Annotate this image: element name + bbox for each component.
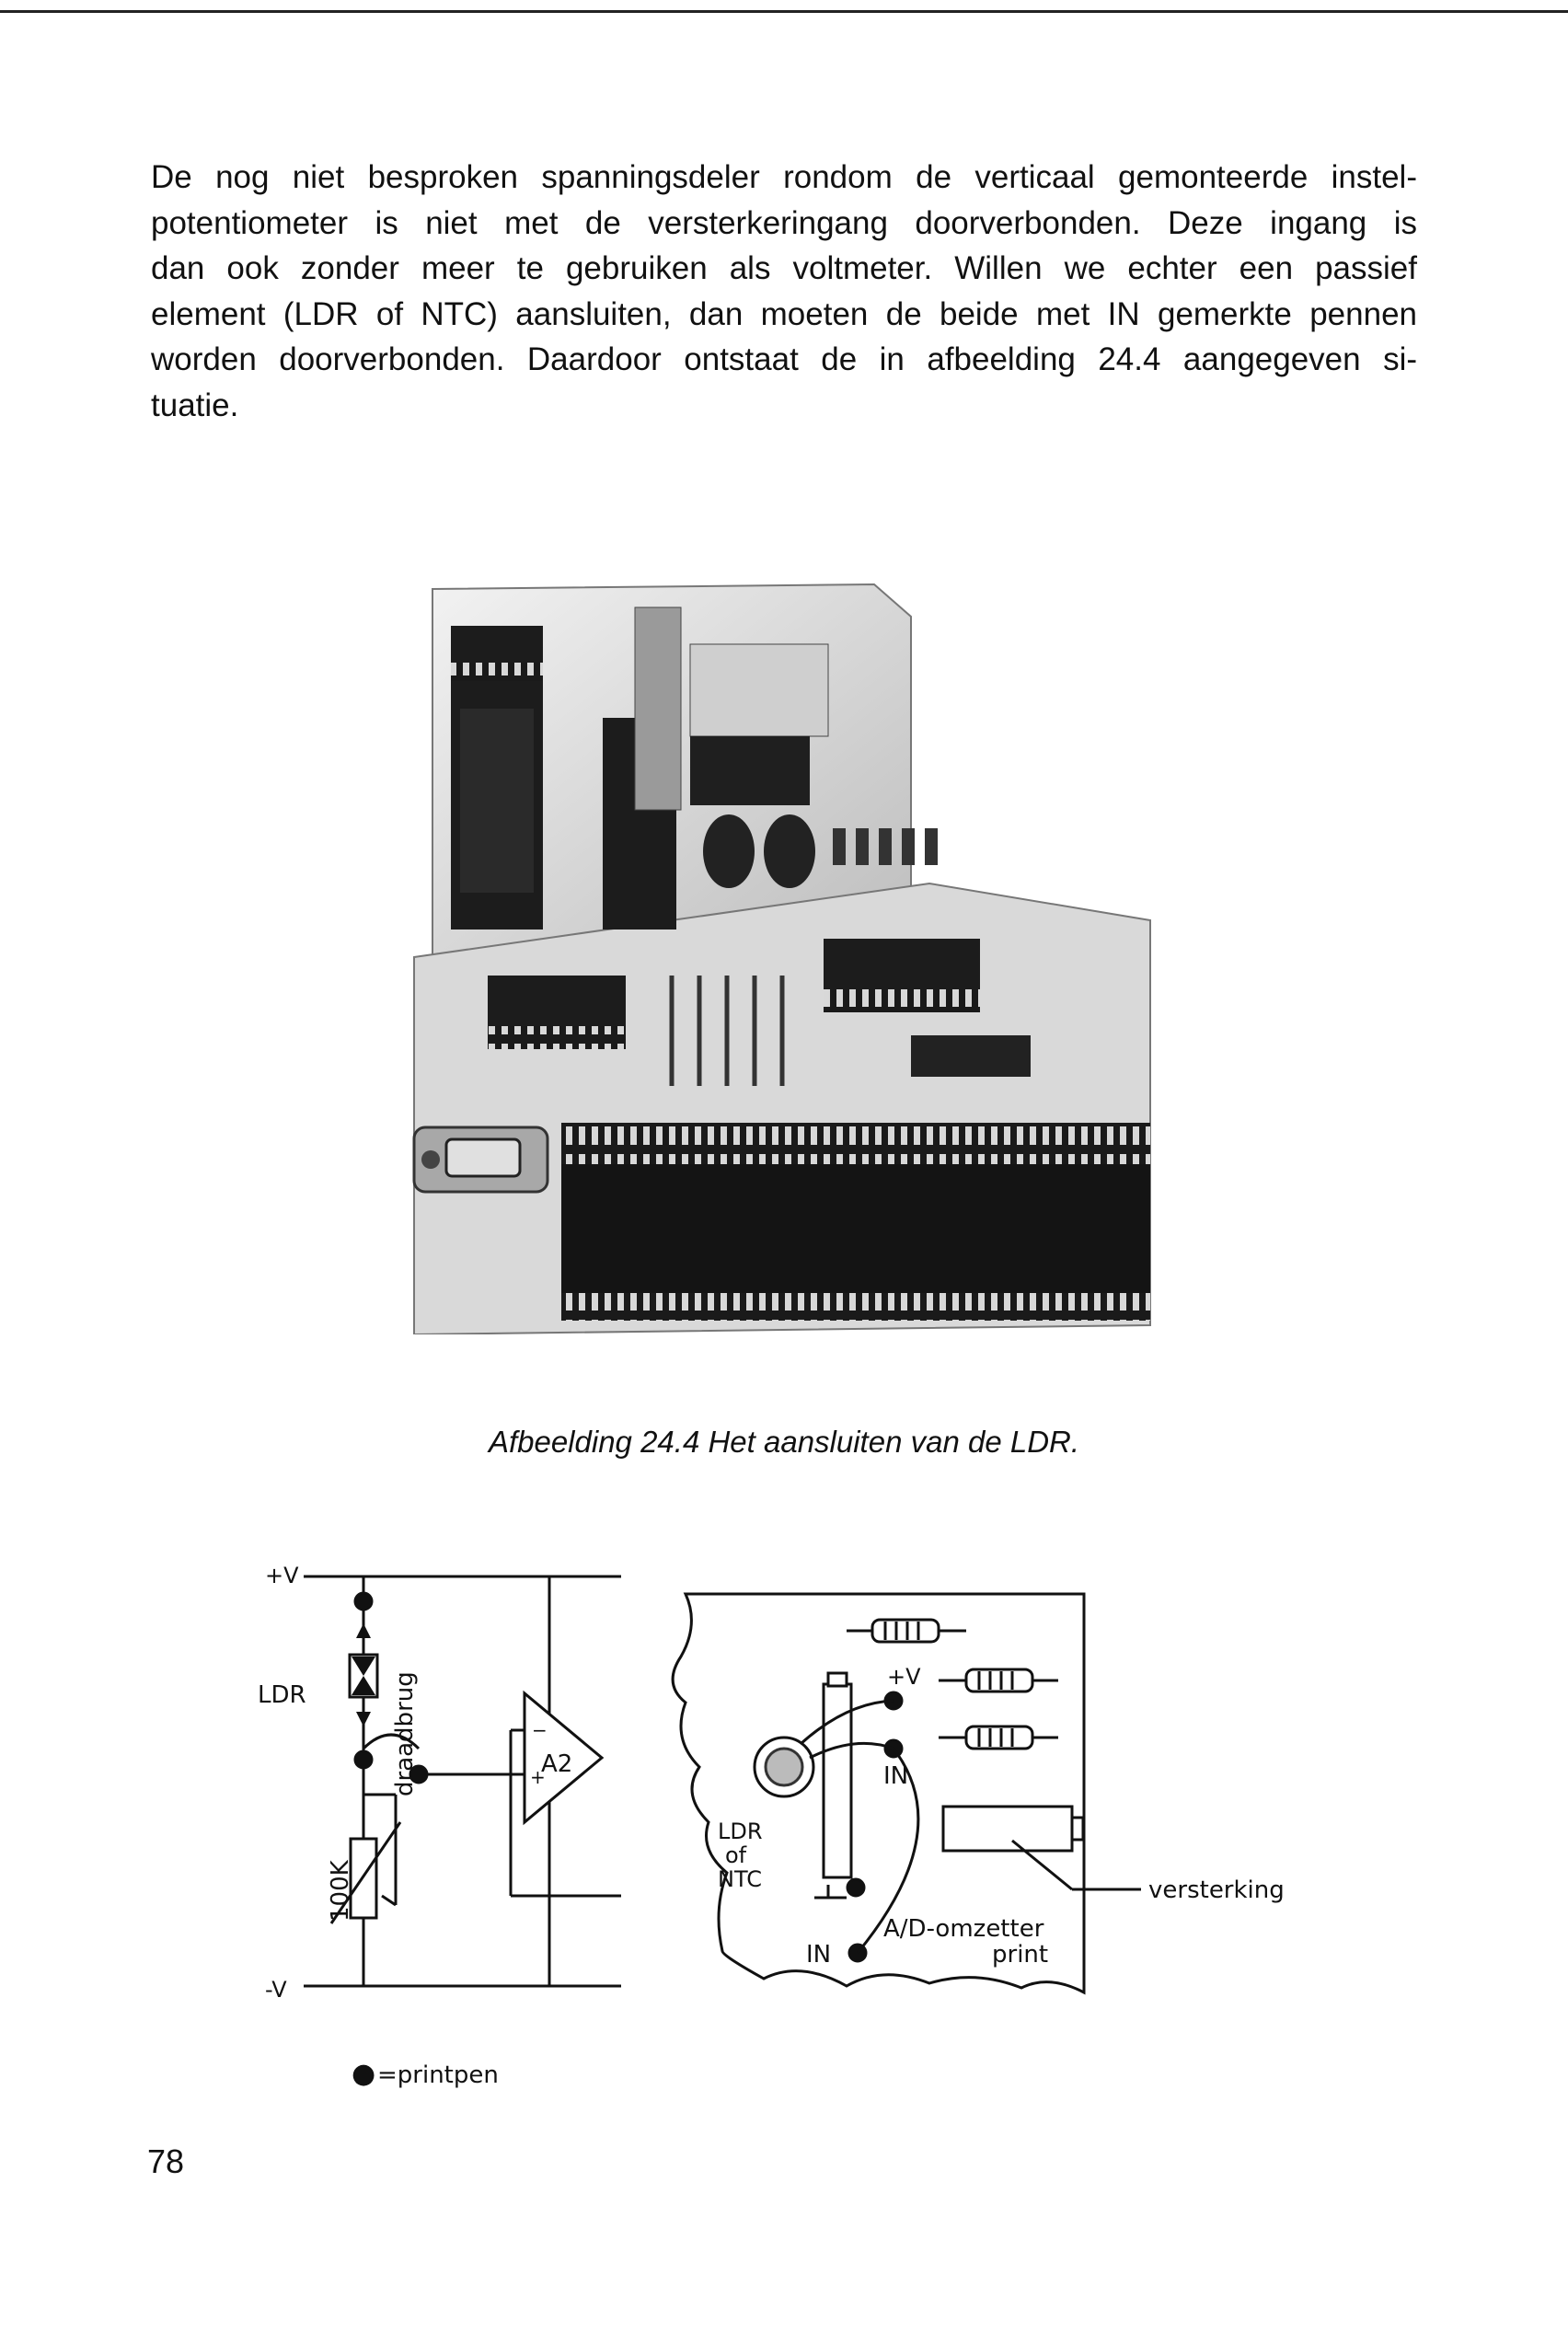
page-number: 78 [147, 2142, 185, 2180]
legend-dot: ● [352, 2058, 375, 2090]
top-rule [0, 10, 1568, 13]
resistor [847, 1618, 966, 1644]
ldr-ntc-label-1: LDR [718, 1819, 763, 1844]
ldr-ntc-label-2: of [725, 1842, 747, 1868]
body-line: dan ook zonder meer te gebruiken als vol… [151, 250, 1417, 286]
layout-drawing [671, 1592, 1141, 1995]
amp-plus-label: + [530, 1766, 546, 1788]
board-label-1: A/D-omzetter [883, 1915, 1044, 1943]
print-pin-dot [353, 1591, 374, 1611]
body-line: De nog niet besproken spanningsdeler ron… [151, 159, 1417, 195]
schematic [304, 1575, 621, 1988]
amp-minus-label: − [532, 1719, 548, 1741]
ldr-connection-diagram: +V -V LDR draadbrug A2 − + 100K ● =print… [258, 1563, 1285, 2090]
amplifier-module [941, 1805, 1074, 1853]
ldr-ntc-label-3: NTC [718, 1866, 762, 1892]
amp-label: A2 [541, 1750, 572, 1778]
plus-v-label: +V [265, 1563, 299, 1588]
resistor [939, 1725, 1058, 1750]
ldr-label: LDR [258, 1681, 306, 1709]
pot-label: 100K [327, 1859, 354, 1922]
minus-v-label: -V [265, 1977, 287, 2003]
layout-in-bottom-label: IN [806, 1941, 831, 1969]
body-line: tuatie. [151, 387, 239, 423]
body-paragraph: De nog niet besproken spanningsdeler ron… [151, 155, 1417, 428]
body-line: worden doorverbonden. Daardoor ontstaat … [151, 341, 1417, 377]
body-line: potentiometer is niet met de versterkeri… [151, 204, 1417, 241]
body-line: element (LDR of NTC) aansluiten, dan moe… [151, 295, 1417, 332]
figure-caption: Afbeelding 24.4 Het aansluiten van de LD… [488, 1425, 1080, 1459]
resistor [939, 1668, 1058, 1693]
layout-in-top-label: IN [883, 1762, 908, 1790]
legend-label: =printpen [377, 2061, 499, 2089]
circuit-board-photo [412, 583, 1151, 1334]
layout-plus-v-label: +V [887, 1664, 921, 1690]
amplifier-label: versterking [1148, 1876, 1285, 1904]
pin-ground [846, 1877, 866, 1898]
bridge-label: draadbrug [391, 1671, 419, 1796]
board-label-2: print [992, 1941, 1048, 1969]
